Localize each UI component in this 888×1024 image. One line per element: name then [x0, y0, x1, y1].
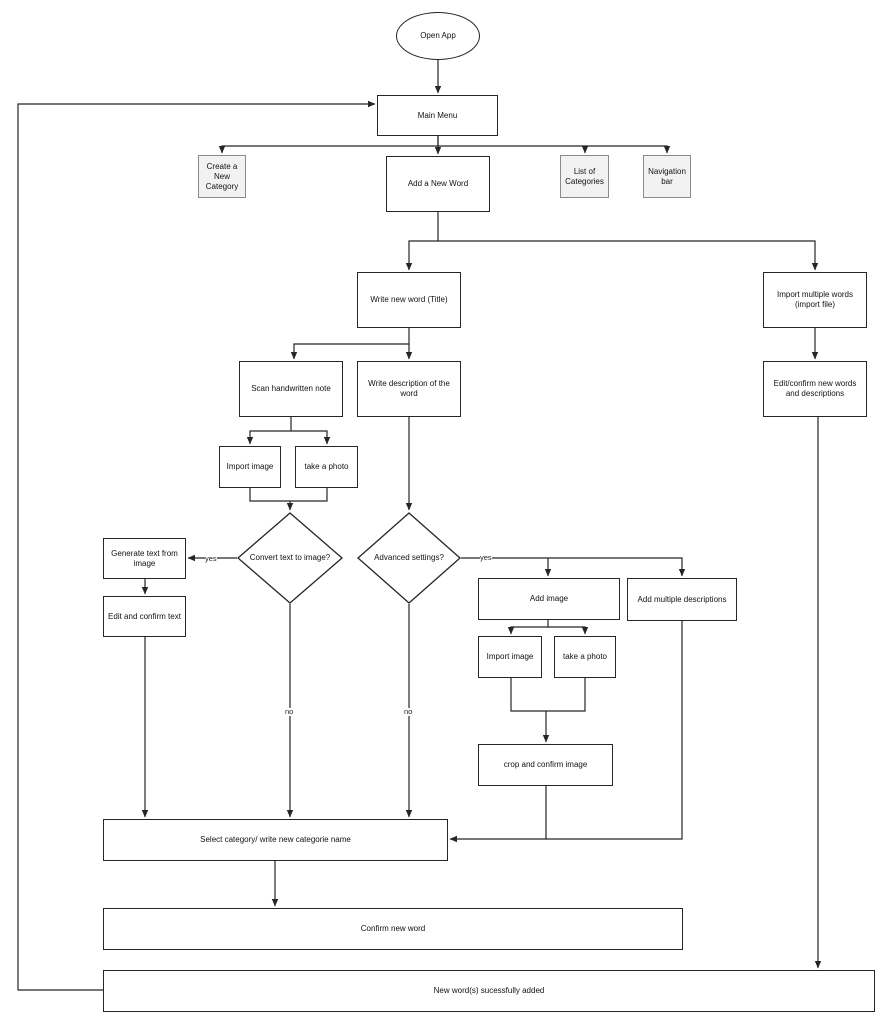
- advanced-decision-label: Advanced settings?: [374, 553, 444, 562]
- add-multiple-desc-node: Add multiple descriptions: [627, 578, 737, 621]
- write-title-label: Write new word (Title): [370, 295, 448, 304]
- add-multiple-desc-label: Add multiple descriptions: [637, 594, 727, 604]
- edge-import-image2-merge: [510, 678, 546, 712]
- create-category-node: Create a New Category: [198, 155, 246, 198]
- generate-text-label: Generate text from image: [111, 548, 178, 568]
- edit-confirm-text-node: Edit and confirm text: [103, 596, 186, 637]
- edge-take-photo-merge: [290, 488, 328, 502]
- edge-advanced-yes-to-add-image: [461, 557, 552, 577]
- edge-import-image-merge: [249, 488, 290, 502]
- confirm-word-node: Confirm new word: [103, 908, 683, 950]
- edge-success-loop-to-main: [17, 100, 376, 991]
- edge-add-image-to-import-image: [507, 620, 549, 635]
- edit-confirm-words-label: Edit/confirm new words and descriptions: [773, 379, 857, 398]
- scan-note-label: Scan handwritten note: [251, 384, 331, 393]
- import-multiple-label: Import multiple words (import file): [776, 290, 854, 309]
- edge-main-to-nav: [585, 145, 671, 154]
- write-description-node: Write description of the word: [357, 361, 461, 417]
- scan-note-node: Scan handwritten note: [239, 361, 343, 417]
- open-app-node: Open App: [396, 12, 480, 60]
- edge-title-to-scan: [290, 328, 410, 360]
- convert-decision-label: Convert text to image?: [249, 553, 331, 562]
- take-photo-1-node: take a photo: [295, 446, 358, 488]
- write-title-node: Write new word (Title): [357, 272, 461, 328]
- success-label: New word(s) sucessfully added: [433, 986, 545, 995]
- edge-label-no-convert: no: [285, 707, 294, 716]
- take-photo-2-node: take a photo: [554, 636, 616, 678]
- edge-label-yes-advanced: yes: [480, 553, 492, 562]
- edge-add-to-import-multiple: [438, 240, 819, 271]
- import-multiple-node: Import multiple words (import file): [763, 272, 867, 328]
- edge-crop-to-select: [449, 786, 547, 843]
- edit-confirm-text-label: Edit and confirm text: [108, 611, 181, 621]
- import-image-2-label: Import image: [486, 652, 534, 661]
- add-new-word-label: Add a New Word: [407, 179, 469, 188]
- edge-take-photo2-merge: [546, 678, 586, 712]
- success-node: New word(s) sucessfully added: [103, 970, 875, 1012]
- import-image-2-node: Import image: [478, 636, 542, 678]
- navigation-bar-node: Navigation bar: [643, 155, 691, 198]
- take-photo-1-label: take a photo: [304, 462, 349, 471]
- list-categories-label: List of Categories: [565, 166, 604, 186]
- confirm-word-label: Confirm new word: [360, 924, 426, 933]
- edit-confirm-words-node: Edit/confirm new words and descriptions: [763, 361, 867, 417]
- convert-decision-node: Convert text to image?: [237, 512, 343, 604]
- main-menu-label: Main Menu: [417, 110, 458, 120]
- add-image-label: Add image: [529, 594, 569, 603]
- main-menu-node: Main Menu: [377, 95, 498, 136]
- list-categories-node: List of Categories: [560, 155, 609, 198]
- advanced-diamond-shape: [357, 512, 461, 604]
- add-image-node: Add image: [478, 578, 620, 620]
- generate-text-node: Generate text from image: [103, 538, 186, 579]
- edge-scan-to-import-image: [246, 417, 292, 445]
- edge-main-to-create: [218, 136, 439, 154]
- edge-scan-to-take-photo: [291, 430, 331, 445]
- take-photo-2-label: take a photo: [562, 652, 608, 661]
- select-category-label: Select category/ write new categorie nam…: [200, 835, 351, 844]
- edge-add-multiple-to-select: [546, 621, 683, 840]
- convert-diamond-shape: [237, 512, 343, 604]
- edge-main-to-list: [438, 145, 589, 154]
- create-category-label: Create a New Category: [205, 161, 239, 191]
- edge-advanced-yes-to-add-multiple: [548, 557, 686, 577]
- write-description-label: Write description of the word: [368, 379, 450, 398]
- edge-add-to-title: [405, 212, 439, 271]
- crop-confirm-label: crop and confirm image: [503, 760, 588, 769]
- import-image-1-label: Import image: [226, 462, 274, 471]
- crop-confirm-node: crop and confirm image: [478, 744, 613, 786]
- navigation-bar-label: Navigation bar: [648, 166, 686, 186]
- edge-label-yes-convert: yes: [205, 554, 217, 563]
- import-image-1-node: Import image: [219, 446, 281, 488]
- edge-add-image-to-take-photo: [548, 626, 589, 635]
- add-new-word-node: Add a New Word: [386, 156, 490, 212]
- edge-label-no-advanced: no: [404, 707, 413, 716]
- open-app-label: Open App: [420, 31, 456, 40]
- advanced-decision-node: Advanced settings?: [357, 512, 461, 604]
- select-category-node: Select category/ write new categorie nam…: [103, 819, 448, 861]
